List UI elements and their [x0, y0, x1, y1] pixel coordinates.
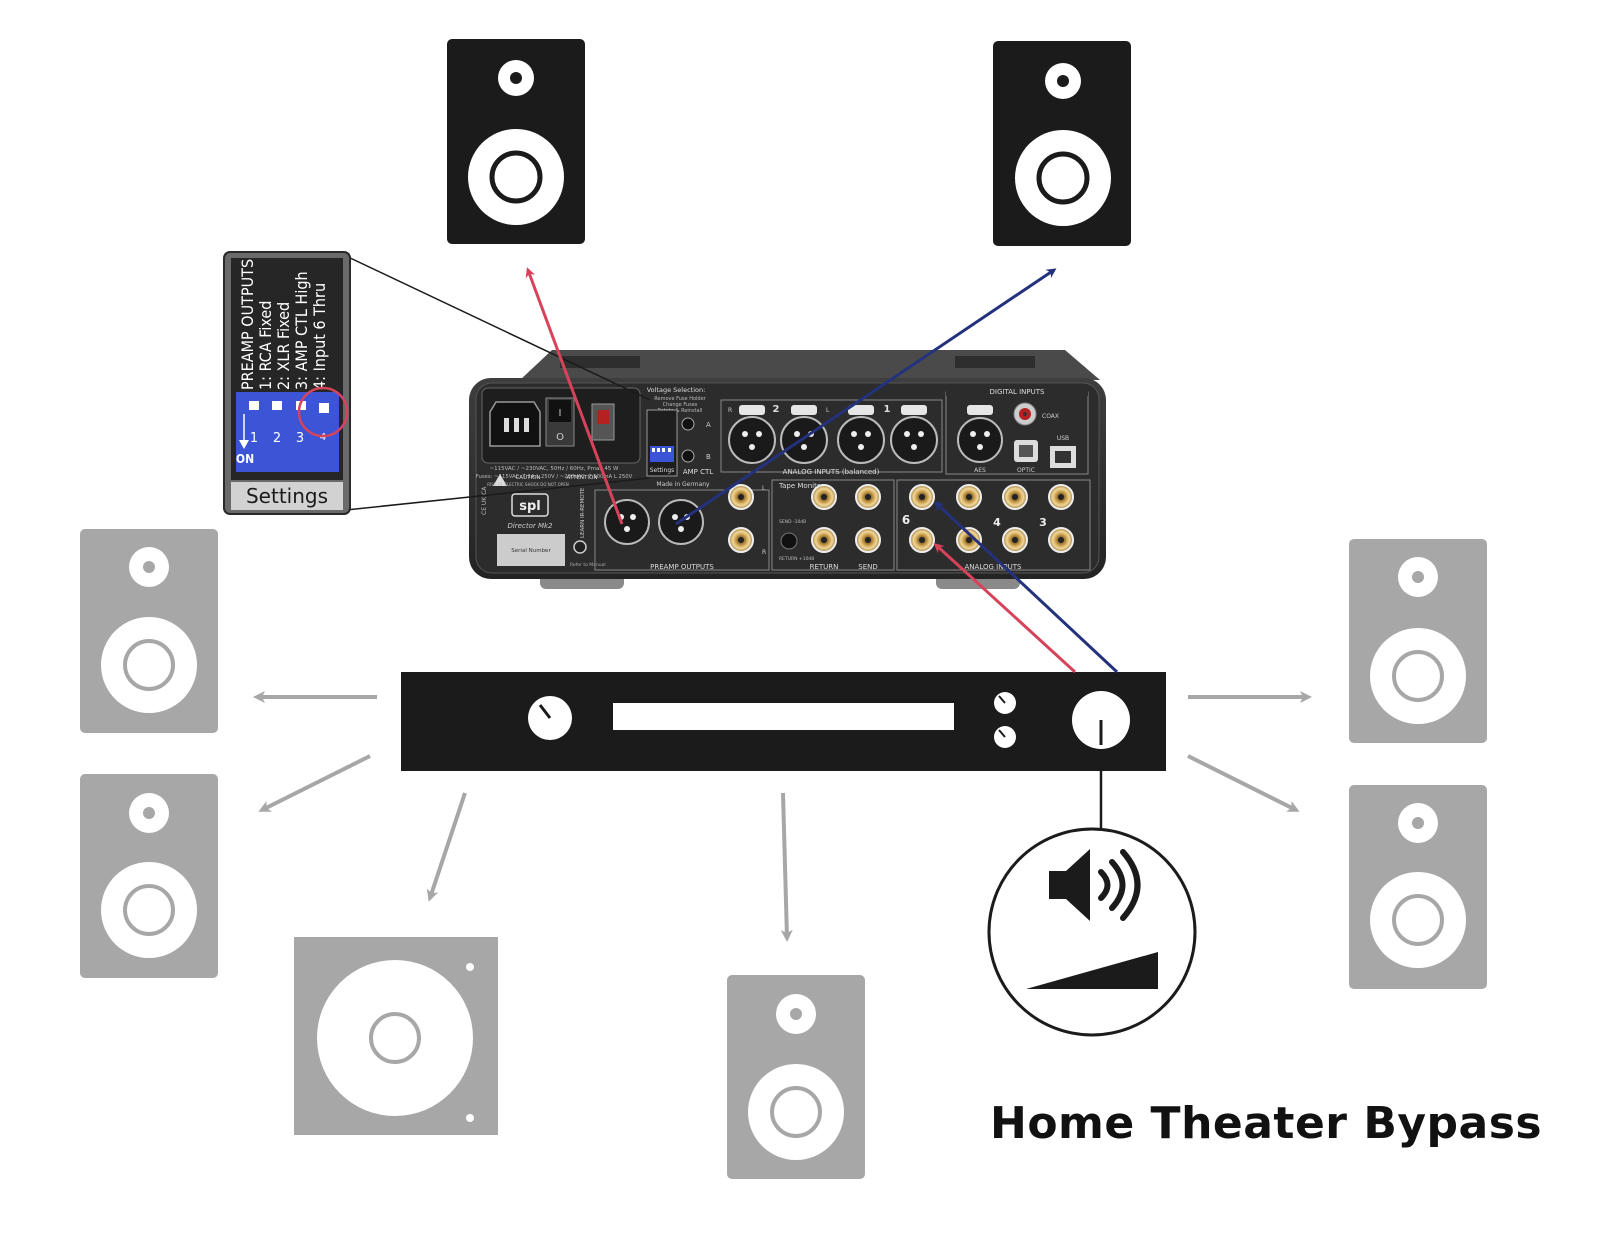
switch-number-3: 3 [296, 431, 304, 446]
center-speaker [727, 975, 865, 1179]
rca-inputs [909, 484, 1074, 553]
spl-logo: spl [519, 499, 541, 514]
front-right-speaker [993, 41, 1131, 246]
fuses-spec-label: Fuses: ~115VAC: T 1A L 250V / ~230VAC: T… [476, 474, 633, 480]
xlr-input-2-label: 2 [773, 404, 780, 415]
send-label: SEND [858, 563, 878, 571]
settings-switch-small [646, 409, 678, 477]
surround-right-top-speaker [1349, 539, 1487, 743]
attention-label: ATTENTION [567, 475, 598, 481]
voltage-line-1: Remove Fuse Holder [654, 396, 706, 402]
xlr-out-r [604, 499, 650, 545]
learn-remote-label: LEARN IR-REMOTE [580, 487, 586, 538]
settings-callout: PREAMP OUTPUTS 1: RCA Fixed 2: XLR Fixed… [223, 251, 651, 515]
learn-remote-button [573, 540, 587, 554]
red-arrow-receiver-to-input6 [933, 542, 1077, 674]
switch-number-4: 4 [320, 432, 326, 443]
voltage-line-3: Rotate & Reinstall [658, 408, 703, 414]
blue-arrow-to-front-right [675, 268, 1057, 526]
ce-marks: CE UK CA [481, 486, 488, 515]
input-3-label: 3 [1039, 516, 1047, 529]
volume-ramp-icon [1026, 952, 1158, 989]
tape-monitor-block [771, 479, 895, 571]
arrow-to-right-bottom [1187, 754, 1300, 812]
switch-number-1: 1 [250, 431, 258, 446]
switch-on-label: ON [236, 452, 254, 466]
surround-left-top-speaker [80, 529, 218, 733]
speaker-volume-icon [1049, 849, 1141, 921]
surround-right-bottom-speaker [1349, 785, 1487, 989]
callout-line-bottom [345, 477, 651, 511]
settings-small-label: Settings [650, 467, 675, 474]
callout-heading: PREAMP OUTPUTS [238, 259, 257, 390]
serial-number-plate [497, 534, 565, 566]
digital-inputs-label: DIGITAL INPUTS [990, 388, 1046, 396]
xlr-l-label: L [826, 407, 830, 414]
svg-text:O: O [556, 432, 564, 443]
serial-label: Serial Number [511, 548, 551, 554]
arrow-to-left-bottom [258, 754, 371, 812]
voltage-line-2: Change Fuses [663, 402, 698, 408]
av-receiver [401, 672, 1166, 771]
port-a-label: A [706, 421, 711, 429]
subwoofer [294, 937, 498, 1135]
preamp-outputs-block [594, 489, 770, 571]
callout-option-4: 4: Input 6 Thru [310, 283, 329, 390]
arrow-to-subwoofer [426, 792, 467, 902]
optic-label: OPTIC [1017, 467, 1035, 474]
blue-arrow-receiver-to-input6 [933, 500, 1119, 674]
analog-balanced-label: ANALOG INPUTS (balanced) [783, 468, 880, 476]
preamp-r-label: R [762, 549, 766, 556]
xlr-inputs [728, 405, 938, 464]
return-db-label: RETURN +10dB [779, 556, 814, 562]
analog-inputs-label: ANALOG INPUTS [965, 563, 1023, 571]
spl-director-rear-panel: I O ~115VAC / ~230VAC, 50Hz / 60Hz, Pmax… [469, 350, 1106, 589]
volume-callout [987, 827, 1197, 1037]
callout-option-3: 3: AMP CTL High [292, 271, 311, 390]
input-6-label: 6 [902, 513, 910, 527]
xlr-r-label: R [728, 407, 732, 414]
usb-label: USB [1057, 435, 1069, 442]
surround-left-bottom-speaker [80, 774, 218, 978]
analog-balanced-block [720, 399, 943, 473]
switch-number-2: 2 [273, 431, 281, 446]
surround-arrows [253, 691, 1312, 942]
callout-line-top [345, 255, 651, 401]
callout-option-1: 1: RCA Fixed [256, 301, 275, 390]
dip-switch-2 [272, 401, 282, 410]
xlr-input-1-label: 1 [884, 404, 891, 415]
return-label: RETURN [810, 563, 839, 571]
signal-arrows [525, 267, 1119, 674]
amp-ctl-label: AMP CTL [683, 468, 713, 476]
svg-text:I: I [559, 408, 562, 419]
tape-monitor-label: Tape Monitor [778, 482, 824, 490]
preamp-l-label: L [762, 485, 766, 492]
model-label: Director Mk2 [507, 522, 553, 530]
red-arrow-to-front-left [525, 267, 624, 525]
callout-option-2: 2: XLR Fixed [274, 302, 293, 390]
power-spec-label: ~115VAC / ~230VAC, 50Hz / 60Hz, Pmax 45 … [489, 466, 619, 472]
caution-sub-label: RISK OF ELECTRIC SHOCK DO NOT OPEN [487, 482, 568, 487]
diagram-caption: Home Theater Bypass [990, 1098, 1543, 1149]
callout-footer: Settings [246, 484, 328, 508]
voltage-selection-title: Voltage Selection: [647, 386, 706, 394]
caution-label: CAUTION [515, 475, 540, 481]
dip-switch-4 [319, 403, 329, 413]
analog-inputs-block [896, 479, 1091, 571]
made-in-germany-label: Made in Germany [656, 481, 710, 488]
preamp-outputs-label: PREAMP OUTPUTS [650, 563, 714, 571]
send-db-label: SEND -10dB [779, 519, 806, 525]
refer-manual-label: Refer to Manual [570, 562, 606, 568]
aes-label: AES [974, 467, 986, 474]
front-left-speaker [447, 39, 585, 244]
arrow-to-center [780, 792, 793, 942]
input-4-label: 4 [993, 516, 1001, 529]
port-b-label: B [706, 453, 711, 461]
switch-4-highlight-circle [297, 386, 349, 438]
coax-label: COAX [1042, 413, 1059, 420]
receiver-display [613, 703, 954, 730]
dip-switch-1 [249, 401, 259, 410]
